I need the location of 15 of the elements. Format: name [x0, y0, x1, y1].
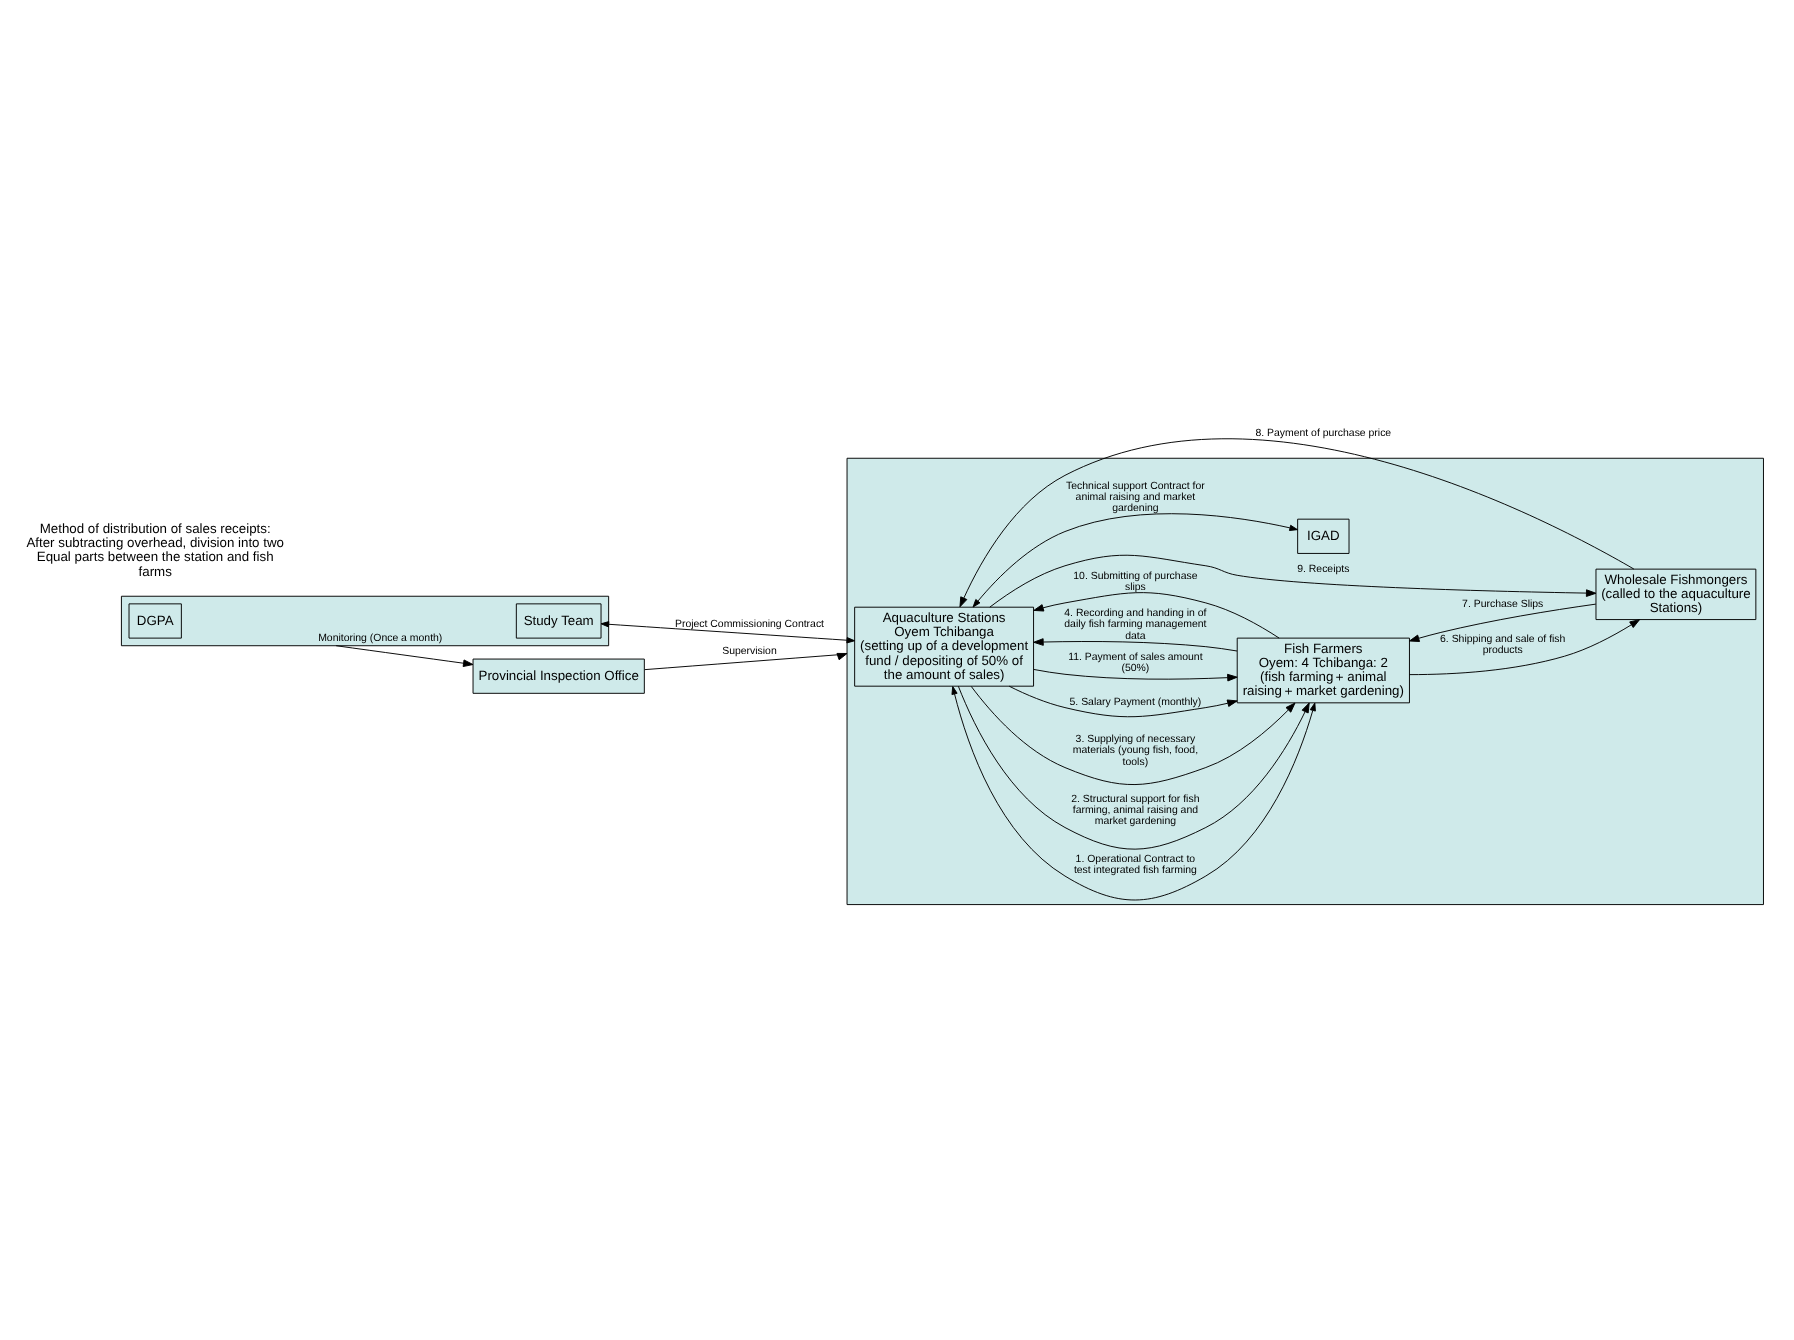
arrow: [957, 685, 1310, 850]
arrow: [1033, 592, 1280, 639]
arrow: [972, 513, 1298, 608]
arrow: [1409, 619, 1640, 676]
arrow: [1033, 638, 1238, 652]
arrow: [951, 686, 1316, 901]
arrow: [989, 554, 1597, 608]
arrow: [1033, 668, 1238, 682]
arrow: [335, 645, 474, 668]
arrow: [959, 438, 1635, 608]
arrow: [600, 621, 856, 644]
arrow: [644, 652, 848, 671]
arrow: [970, 685, 1296, 786]
arrow: [1409, 603, 1597, 642]
arrow: [1008, 685, 1238, 718]
